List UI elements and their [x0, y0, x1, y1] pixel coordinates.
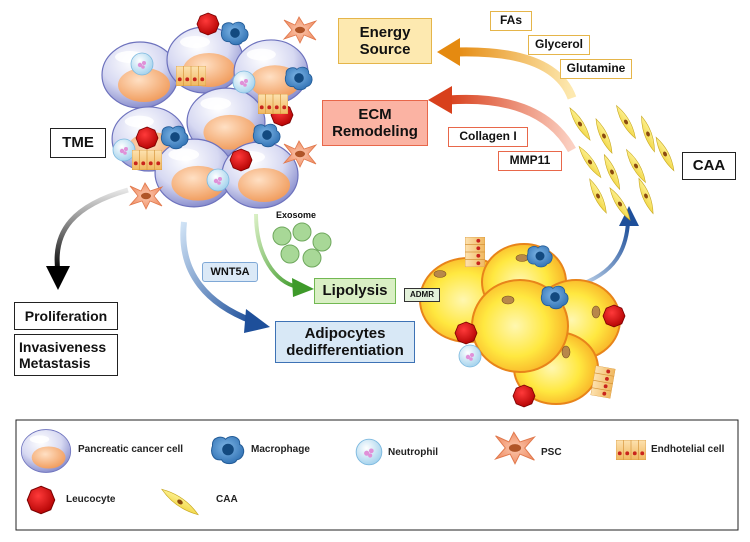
tme-label: TME [50, 128, 106, 158]
legend-icon-neutrophil [355, 438, 383, 466]
fas-label: FAs [490, 11, 532, 31]
legend-label-macrophage: Macrophage [251, 444, 310, 455]
wnt5a-box: WNT5A [202, 262, 258, 282]
legend-label-psc: PSC [541, 447, 562, 458]
legend-label-neutrophil: Neutrophil [388, 447, 438, 458]
legend-label-leucocyte: Leucocyte [66, 494, 116, 505]
arrow-tme-to-proliferation [46, 187, 129, 290]
legend-icon-endothelial-cell [616, 440, 646, 460]
glycerol-label: Glycerol [528, 35, 590, 55]
arrow-cancer-to-dedifferentiation [180, 221, 270, 333]
legend-icon-leucocyte [26, 485, 56, 515]
legend-box [15, 419, 739, 531]
tme-cell-cluster [101, 12, 317, 210]
energy-source-box: Energy Source [338, 18, 432, 64]
legend-label-endothelial-cell: Endhotelial cell [651, 444, 725, 455]
invasiveness-metastasis-label: Invasiveness Metastasis [14, 334, 118, 376]
arrow-caa-to-ecm-remodeling [428, 86, 576, 153]
caa-label: CAA [682, 152, 736, 180]
exosome-label: Exosome [275, 209, 317, 220]
arrow-caa-to-energy-source [437, 38, 577, 100]
legend-icon-pancreatic-cancer-cell [20, 429, 72, 473]
ecm-remodeling-box: ECM Remodeling [322, 100, 428, 146]
legend-label-pancreatic-cancer-cell: Pancreatic cancer cell [78, 444, 184, 455]
legend-label-caa: CAA [216, 494, 238, 505]
legend-icon-macrophage [210, 435, 245, 465]
glutamine-label: Glutamine [560, 59, 632, 79]
lipolysis-box: Lipolysis [314, 278, 396, 304]
collagen-label: Collagen I [448, 127, 528, 147]
proliferation-label: Proliferation [14, 302, 118, 330]
adipocytes-dedifferentiation-box: Adipocytes dedifferentiation [275, 321, 415, 363]
caa-cell-cluster [566, 103, 678, 223]
arrow-exosome-to-lipolysis [254, 213, 314, 297]
adipocyte-cluster [419, 237, 626, 408]
mmp11-label: MMP11 [498, 151, 562, 171]
admr-box: ADMR [404, 288, 440, 302]
exosome-cluster [272, 222, 332, 268]
